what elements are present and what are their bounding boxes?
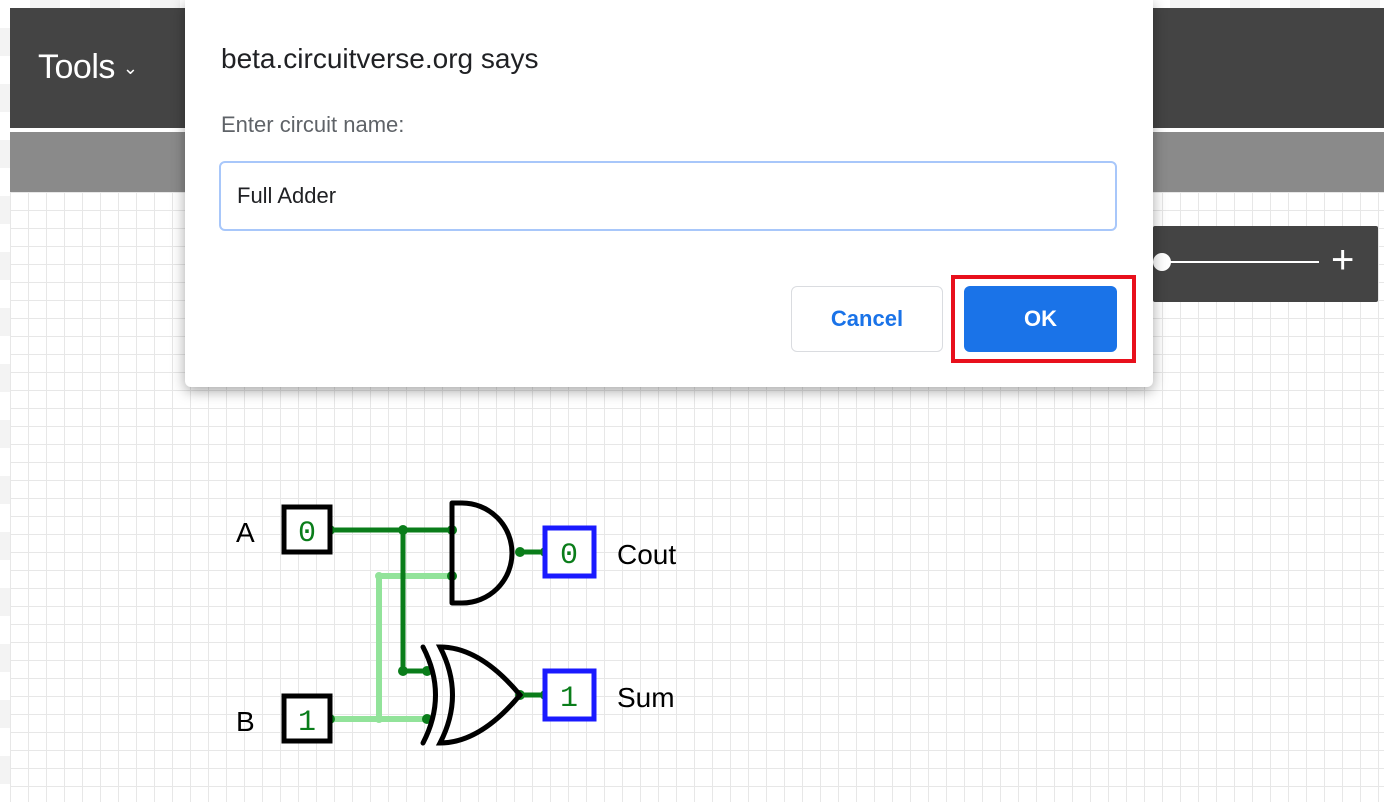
ok-button[interactable]: OK — [964, 286, 1117, 352]
zoom-in-button[interactable]: + — [1331, 238, 1355, 282]
page-left-edge — [0, 0, 10, 802]
and-gate[interactable] — [449, 500, 515, 606]
output-cout-value: 0 — [560, 539, 578, 573]
zoom-slider-handle[interactable] — [1153, 253, 1171, 271]
output-cout-label: Cout — [617, 539, 676, 570]
cancel-button[interactable]: Cancel — [791, 286, 943, 352]
output-sum-box[interactable] — [542, 668, 597, 722]
input-b-value: 1 — [298, 706, 316, 740]
output-sum-label: Sum — [617, 682, 675, 713]
chevron-down-icon: ⌄ — [122, 58, 138, 78]
input-b-toggle[interactable] — [281, 693, 333, 744]
circuit-name-input[interactable] — [219, 161, 1117, 231]
tools-menu[interactable]: Tools ⌄ — [38, 48, 138, 87]
input-a-label: A — [236, 517, 255, 548]
simulator-canvas[interactable] — [10, 192, 1384, 802]
dialog-title: beta.circuitverse.org says — [221, 43, 539, 74]
input-a-value: 0 — [298, 517, 316, 551]
prompt-dialog: beta.circuitverse.org says Enter circuit… — [185, 0, 1153, 387]
output-sum-value: 1 — [560, 682, 578, 716]
ok-button-highlight — [951, 275, 1136, 363]
zoom-panel: + — [1153, 226, 1378, 302]
xor-gate[interactable] — [420, 644, 524, 746]
input-b-label: B — [236, 706, 255, 737]
input-a-toggle[interactable] — [281, 504, 333, 555]
dialog-message: Enter circuit name: — [221, 112, 405, 137]
tools-menu-label: Tools — [38, 48, 115, 86]
output-cout-box[interactable] — [542, 525, 597, 579]
zoom-slider-track[interactable] — [1153, 261, 1319, 263]
